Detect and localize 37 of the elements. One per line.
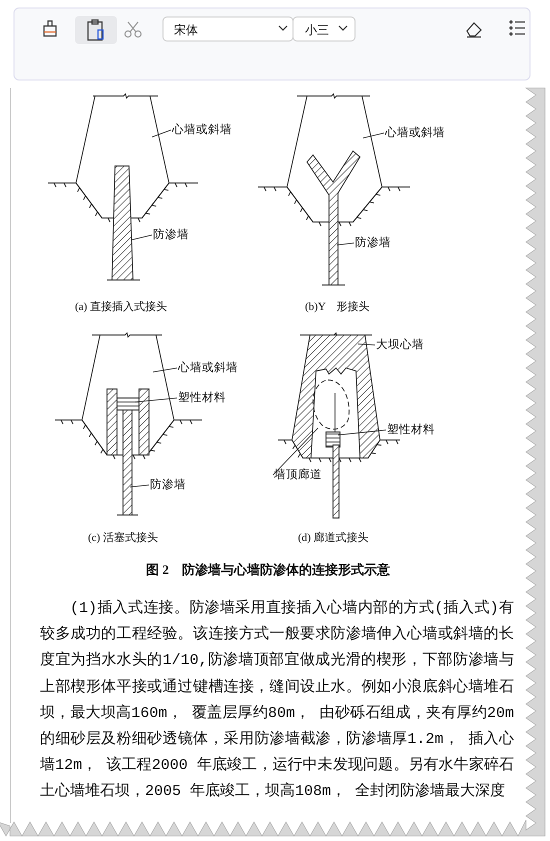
- core-wall: [82, 334, 174, 456]
- part-label: 墙顶廊道: [274, 468, 322, 482]
- leader-line: [130, 484, 150, 488]
- core-wall: [286, 96, 382, 222]
- part-label: 心墙或斜墙: [385, 126, 445, 140]
- cutoff-wall: [106, 388, 150, 516]
- leader-line: [134, 398, 178, 402]
- core-wall: [76, 96, 170, 218]
- leader-line: [130, 234, 152, 240]
- panel-caption: (d) 廊道式接头: [298, 531, 369, 545]
- plastic-material: [116, 398, 140, 410]
- part-label: 防渗墙: [355, 236, 391, 250]
- leader-line: [336, 242, 354, 246]
- part-label: 塑性材料: [178, 391, 226, 405]
- part-label: 大坝心墙: [376, 338, 424, 352]
- part-label: 塑性材料: [387, 423, 435, 437]
- cutoff-wall: [332, 444, 340, 518]
- leader-line: [152, 368, 178, 372]
- leader-line: [358, 344, 376, 346]
- figure-caption: 图 2 防渗墙与心墙防渗体的连接形式示意: [145, 561, 391, 579]
- part-label: 心墙或斜墙: [172, 123, 232, 137]
- part-label: 防渗墙: [153, 228, 189, 242]
- font-name: 宋体: [174, 22, 198, 39]
- leader-line: [152, 130, 172, 138]
- font-size: 小三: [305, 22, 329, 39]
- plastic-material: [326, 432, 340, 448]
- leader-line: [272, 428, 318, 476]
- panel-caption: (a) 直接插入式接头: [75, 300, 167, 314]
- gallery-outline: [312, 380, 350, 432]
- leader-line: [362, 132, 384, 138]
- panel-caption: (c) 活塞式接头: [88, 531, 158, 545]
- part-label: 防渗墙: [150, 478, 186, 492]
- part-label: 心墙或斜墙: [178, 361, 238, 375]
- body-paragraph: (1)插入式连接。防渗墙采用直接插入心墙内部的方式(插入式)有较多成功的工程经验。该连接方式一般要求防渗墙伸入心墙或斜墙的长度宜为挡水水头的1/10,防渗墙顶部宜做成光滑的楔形，下部防渗墙与上部楔形体平接或通过键槽连接，缝间设止水。例如小浪底斜心墙堆石坝，最大坝高160m， 覆盖层厚约80m， 由砂砾石组成，夹有厚约20m 的细砂层及粉细砂透镜体，采用防渗墙截渗，防渗墙厚1.2m， 插入心墙12m， 该工程2000 年底竣工，运行中未发现问题。另有水牛家碎石土心墙堆石坝，2005 年底竣工，坝高108m， 全封闭防渗墙最大深度: [40, 598, 514, 802]
- leader-line: [338, 430, 386, 436]
- cutoff-wall: [112, 166, 134, 280]
- panel-caption: (b)Y 形接头: [305, 300, 370, 314]
